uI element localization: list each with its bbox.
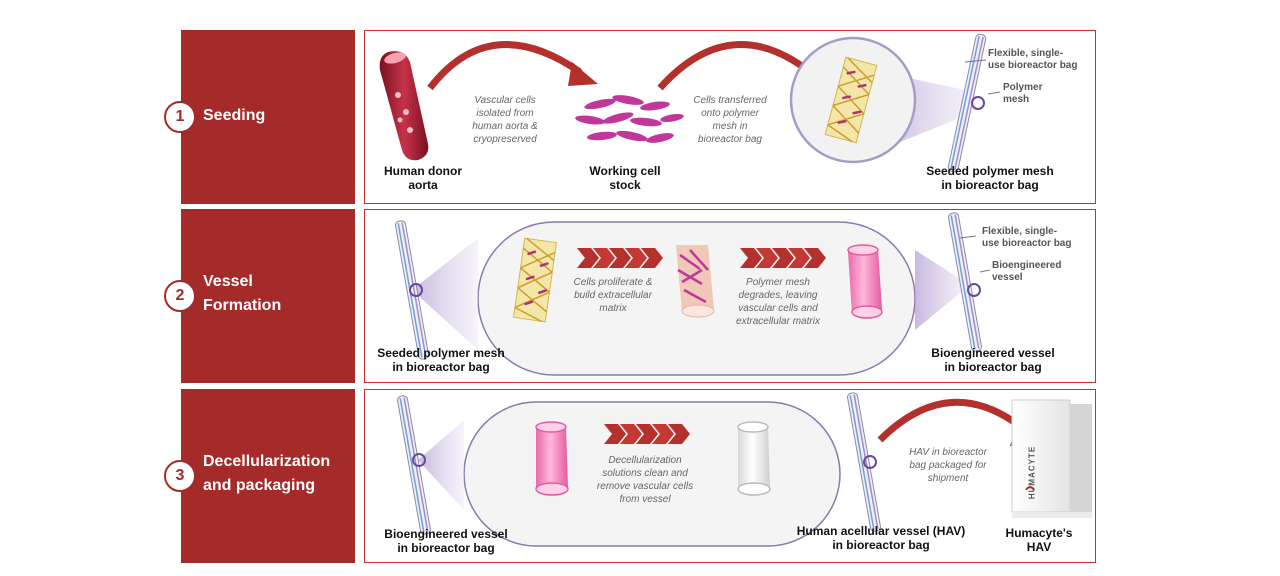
shipment-caption-line-3: shipment [927,473,969,484]
proliferate-caption-line-1: Cells proliferate & [573,277,653,288]
formation-input-label: Seeded polymer mesh in bioreactor bag [366,346,516,374]
stage-3-number: 3 [164,460,196,492]
transfer-caption-line-1: Cells transferred [693,95,767,106]
degrade-caption-line-2: degrades, leaving [738,290,818,301]
working-cell-stock-label-line-1: Working cell [589,164,661,178]
donor-aorta-label: Human donor aorta [373,164,473,192]
seeded-mesh-label-line-1: Seeded polymer mesh [926,164,1054,178]
bioengineered-vessel-note: Bioengineered vessel [992,260,1061,284]
seeded-mesh-label: Seeded polymer mesh in bioreactor bag [915,164,1065,192]
curved-arrow-1 [427,41,582,91]
decell-caption-line-2: solutions clean and [602,468,688,479]
bioengineered-vessel-note-line-1: Bioengineered [992,260,1062,271]
formation-input-label-line-1: Seeded polymer mesh [377,346,505,360]
product-label-line-1: Humacyte's [1005,526,1073,540]
stage-1-bar: 1 Seeding [164,30,355,204]
hav-label-line-1: Human acellular vessel (HAV) [796,524,966,538]
isolation-caption: Vascular cells isolated from human aorta… [455,94,555,146]
bioreactor-bag-note-1-line-1: Flexible, single- [988,48,1064,59]
bioreactor-bag-note-2: Flexible, single- use bioreactor bag [982,226,1071,250]
transfer-caption-line-3: mesh in [712,121,748,132]
acellular-vessel-icon [737,421,771,496]
stage-2-title: Vessel Formation [203,270,281,318]
stage-1-title-line: Seeding [203,107,266,124]
seeded-mesh-label-line-2: in bioreactor bag [941,178,1039,192]
stage-3-title-line-1: Decellularization [203,453,331,470]
stage-2-title-line-1: Vessel [203,273,253,290]
decell-caption-line-4: from vessel [619,494,671,505]
chevron-arrow-2 [740,248,826,268]
stage-2-number: 2 [164,280,196,312]
isolation-caption-line-4: cryopreserved [473,134,537,145]
bioreactor-bag-note-1-line-2: use bioreactor bag [988,60,1078,71]
formation-output-label-line-2: in bioreactor bag [944,360,1042,374]
packaging-input-label-line-2: in bioreactor bag [397,541,495,555]
curved-arrow-3 [877,398,1028,443]
working-cell-stock-label-line-2: stock [609,178,641,192]
bioreactor-bag-note-1: Flexible, single- use bioreactor bag [988,48,1077,72]
decell-caption: Decellularization solutions clean and re… [580,454,710,506]
stage-1-title: Seeding [203,104,265,128]
donor-aorta-label-line-1: Human donor [384,164,462,178]
polymer-mesh-note-line-1: Polymer [1003,82,1043,93]
bioreactor-bag-note-2-line-2: use bioreactor bag [982,238,1072,249]
stage-2-title-line-2: Formation [203,297,282,314]
transfer-caption-line-4: bioreactor bag [698,134,762,145]
curved-arrow-2 [657,41,813,91]
proliferate-caption-line-2: build extracellular [574,290,652,301]
isolation-caption-line-1: Vascular cells [474,95,536,106]
shipment-caption-line-1: HAV in bioreactor [909,447,987,458]
formation-input-label-line-2: in bioreactor bag [392,360,490,374]
polymer-mesh-note-line-2: mesh [1003,94,1030,105]
decell-caption-line-3: remove vascular cells [596,481,694,492]
proliferate-caption-line-3: matrix [599,303,627,314]
packaging-input-label-line-1: Bioengineered vessel [384,527,508,541]
transfer-caption-line-2: onto polymer [701,108,759,119]
chevron-arrow-3 [604,424,690,444]
stage-1-number: 1 [164,101,196,133]
product-label-line-2: HAV [1026,540,1052,554]
donor-aorta-label-line-2: aorta [408,178,438,192]
decell-caption-line-1: Decellularization [608,455,682,466]
shipment-caption: HAV in bioreactor bag packaged for shipm… [898,446,998,485]
donor-aorta-icon [379,51,429,161]
degrade-caption-line-1: Polymer mesh [746,277,810,288]
working-cell-stock-label: Working cell stock [575,164,675,192]
hav-label-line-2: in bioreactor bag [832,538,930,552]
product-label: Humacyte's HAV [994,526,1084,554]
packaging-input-label: Bioengineered vessel in bioreactor bag [371,527,521,555]
chevron-arrow-1 [577,248,663,268]
isolation-caption-line-3: human aorta & [472,121,538,132]
stage-3-bar: 3 Decellularization and packaging [164,389,355,563]
box-brand-text: HUMACYTE [1027,445,1037,500]
stage-3-title: Decellularization and packaging [203,450,330,498]
tissue-tube-icon [676,245,715,318]
stage-3-title-line-2: and packaging [203,477,316,494]
shipment-caption-line-2: bag packaged for [909,460,987,471]
degrade-caption: Polymer mesh degrades, leaving vascular … [722,276,834,328]
degrade-caption-line-4: extracellular matrix [736,316,820,327]
formation-output-label: Bioengineered vessel in bioreactor bag [918,346,1068,374]
hav-label: Human acellular vessel (HAV) in bioreact… [786,524,976,552]
transfer-caption: Cells transferred onto polymer mesh in b… [680,94,780,146]
bioreactor-bag-note-2-line-1: Flexible, single- [982,226,1058,237]
proliferate-caption: Cells proliferate & build extracellular … [558,276,668,315]
stage-2-bar: 2 Vessel Formation [164,209,355,383]
working-cells-icon [575,95,684,143]
polymer-mesh-note: Polymer mesh [1003,82,1042,106]
isolation-caption-line-2: isolated from [476,108,534,119]
degrade-caption-line-3: vascular cells and [738,303,818,314]
pink-vessel-icon-2 [535,421,569,496]
formation-output-label-line-1: Bioengineered vessel [931,346,1055,360]
pink-vessel-icon [847,244,883,319]
bioengineered-vessel-note-line-2: vessel [992,272,1023,283]
shipping-box-icon [1011,399,1092,518]
